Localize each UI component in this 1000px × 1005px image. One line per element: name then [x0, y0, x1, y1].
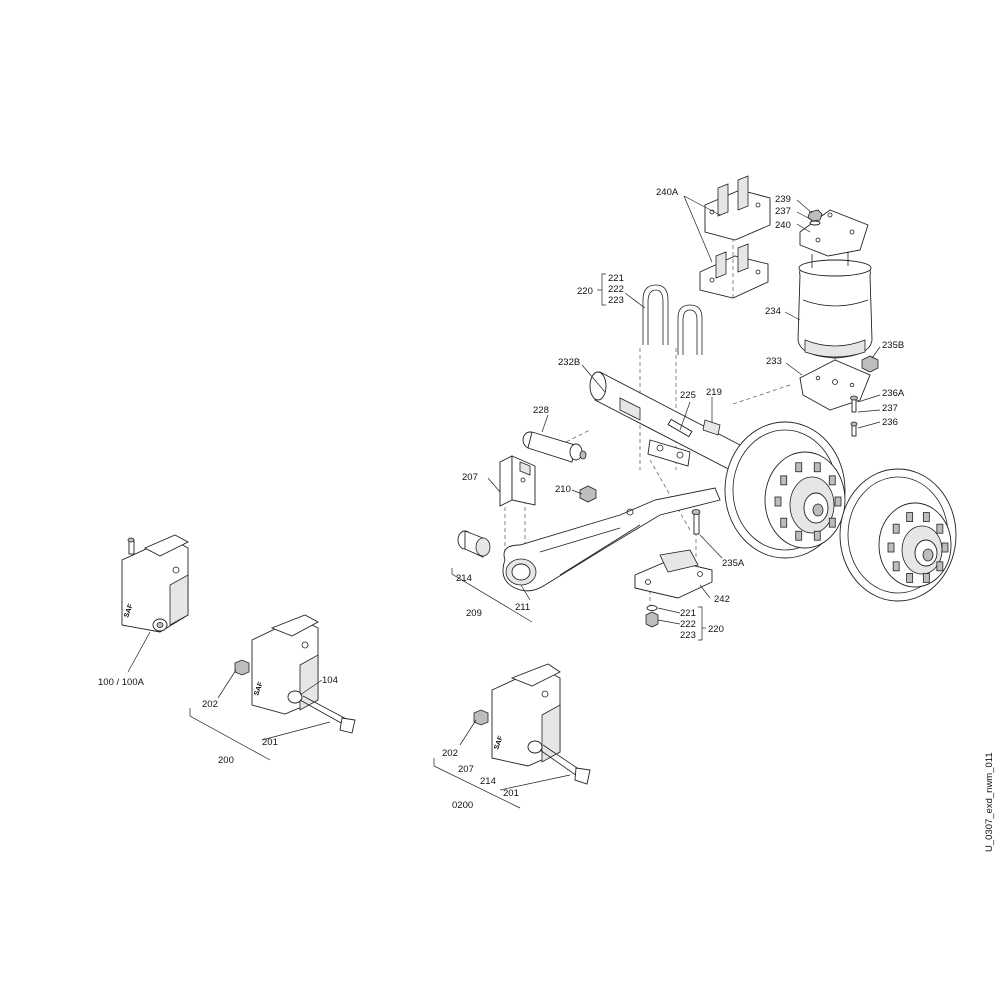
air-bag-234	[797, 252, 873, 359]
brand-marks: SAF SAF SAF	[123, 602, 505, 750]
label-239: 239	[775, 194, 791, 205]
hardware-235b-236a-237-236	[850, 355, 879, 437]
label-237-bottom: 237	[882, 403, 898, 414]
label-221-bottom: 221	[680, 608, 696, 619]
wheel-stud-left	[834, 496, 842, 507]
label-211: 211	[515, 602, 530, 613]
label-0200: 0200	[452, 800, 473, 811]
label-232b: 232B	[558, 357, 580, 368]
label-201-right: 201	[503, 788, 519, 799]
label-236: 236	[882, 417, 898, 428]
wheel-stud-left	[828, 475, 836, 486]
wheel-stud-left	[795, 462, 803, 473]
label-220-bottom: 220	[708, 624, 724, 635]
hanger-bracket-207	[499, 455, 536, 507]
label-207-bottom: 207	[458, 764, 474, 775]
brake-drum-left	[724, 421, 846, 559]
label-223-top: 223	[608, 295, 624, 306]
callout-labels: 240A 239 237 240 220 221 222 223 234 235…	[98, 187, 905, 811]
label-214-center: 214	[456, 573, 472, 584]
wheel-stud-right	[892, 561, 900, 572]
clamp-plate-242	[634, 549, 713, 599]
air-spring-upper-bracket-240a	[699, 175, 771, 299]
label-236a: 236A	[882, 388, 905, 399]
piston-plate-233	[799, 359, 871, 411]
label-240a: 240A	[656, 187, 679, 198]
shock-absorber-228	[522, 431, 587, 463]
wheel-studs-right	[887, 512, 949, 583]
label-235a: 235A	[722, 558, 745, 569]
label-100-100a: 100 / 100A	[98, 677, 145, 688]
label-221-top: 221	[608, 273, 624, 284]
label-237-top: 237	[775, 206, 791, 217]
wheel-stud-left	[774, 496, 782, 507]
label-209: 209	[466, 608, 482, 619]
label-200: 200	[218, 755, 234, 766]
label-210: 210	[555, 484, 571, 495]
wheel-stud-right	[936, 561, 944, 572]
wheel-stud-right	[936, 523, 944, 534]
label-222-top: 222	[608, 284, 624, 295]
wheel-studs-left	[774, 462, 842, 541]
label-214-bottom: 214	[480, 776, 496, 787]
label-240: 240	[775, 220, 791, 231]
label-228: 228	[533, 405, 549, 416]
wheel-stud-right	[906, 512, 914, 522]
wheel-stud-left	[795, 530, 803, 541]
label-219: 219	[706, 387, 722, 398]
brake-disc-right	[839, 468, 957, 602]
label-201-left: 201	[262, 737, 278, 748]
label-220-top: 220	[577, 286, 593, 297]
hanger-200	[234, 614, 356, 734]
wheel-stud-left	[780, 517, 788, 528]
wheel-stud-right	[892, 523, 900, 534]
u-bolts-220	[642, 284, 703, 355]
label-234: 234	[765, 306, 781, 317]
label-104: 104	[322, 675, 338, 686]
label-202-left: 202	[202, 699, 218, 710]
brand-mark-100: SAF	[123, 602, 135, 618]
wheel-stud-right	[922, 573, 930, 583]
air-spring-top-plate-240	[799, 209, 869, 257]
trailing-arm-211	[502, 487, 721, 592]
washer-nut-bottom	[645, 605, 659, 628]
label-233: 233	[766, 356, 782, 367]
label-235b: 235B	[882, 340, 904, 351]
bolt-235a	[691, 509, 701, 535]
wheel-stud-left	[780, 475, 788, 486]
wheel-stud-right	[906, 573, 914, 583]
wheel-stud-right	[922, 512, 930, 522]
wheel-stud-left	[813, 530, 821, 541]
wheel-stud-left	[828, 517, 836, 528]
label-207-center: 207	[462, 472, 478, 483]
brand-mark-200: SAF	[253, 680, 265, 696]
label-225: 225	[680, 390, 696, 401]
hanger-0200	[473, 663, 591, 785]
wheel-stud-right	[887, 542, 895, 553]
drawing-id: U_0307_exd_nwm_011	[984, 752, 995, 852]
leader-lines	[127, 195, 881, 809]
wheel-stud-left	[813, 462, 821, 473]
label-242: 242	[714, 594, 730, 605]
nut-210	[579, 485, 597, 503]
hanger-100	[121, 534, 189, 633]
label-223-bottom: 223	[680, 630, 696, 641]
wheel-stud-right	[941, 542, 949, 553]
brand-mark-0200: SAF	[493, 734, 505, 750]
label-222-bottom: 222	[680, 619, 696, 630]
bushing-214	[457, 530, 491, 558]
label-202-right: 202	[442, 748, 458, 759]
